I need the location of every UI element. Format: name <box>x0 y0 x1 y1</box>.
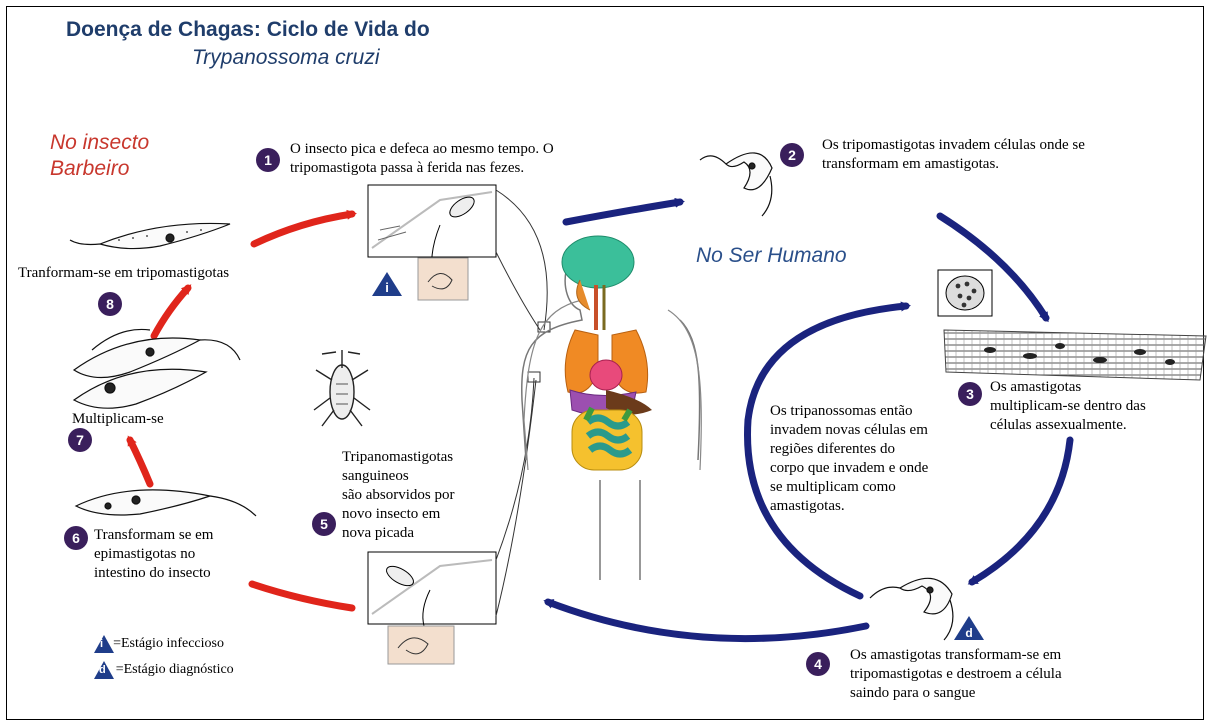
step-badge-1: 1 <box>256 148 280 172</box>
step-text-6: Transformam se em epimastigotas no intes… <box>94 527 214 581</box>
human-figure <box>521 235 702 580</box>
arrow-3-to-4 <box>967 436 1074 586</box>
diagram-frame <box>6 6 1204 720</box>
diagnostic-stage-marker: d <box>954 616 984 640</box>
arrow-1-to-2 <box>562 197 685 226</box>
step-badge-8: 8 <box>98 292 122 316</box>
arrow-6-to-7 <box>126 435 154 488</box>
step-text-8: Tranformam-se em tripomastigotas <box>18 265 230 281</box>
zone-label-insect: No insecto Barbeiro <box>50 131 150 180</box>
bite-box-top <box>367 184 497 301</box>
step-badge-2: 2 <box>780 143 804 167</box>
diagram-subtitle: Trypanossoma cruzi <box>192 46 380 69</box>
arrow-4-to-5 <box>543 598 870 643</box>
svg-text:i: i <box>385 280 389 295</box>
step-text-4: Os amastigotas transformam-se em tripoma… <box>850 647 1062 701</box>
legend-diagnostic: d =Estágio diagnóstico <box>92 660 234 680</box>
bite-box-bottom <box>367 551 497 665</box>
step-text-7: Multiplicam-se <box>72 411 164 427</box>
legend-i-letter: i <box>100 638 104 651</box>
legend-d-text: =Estágio diagnóstico <box>115 662 234 678</box>
step-badge-4: 4 <box>806 652 830 676</box>
amastigote-cell-icon <box>937 269 993 317</box>
step-badge-6: 6 <box>64 526 88 550</box>
organism-tryp-8 <box>69 222 231 250</box>
zone-label-human: No Ser Humano <box>696 244 847 267</box>
organism-trypomastigote-4 <box>869 577 954 641</box>
legend-infective: i =Estágio infeccioso <box>92 634 224 654</box>
legend-d-letter: d <box>99 664 106 677</box>
step-badge-5: 5 <box>312 512 336 536</box>
reinvasion-note: Os tripanossomas então invadem novas cél… <box>770 403 929 514</box>
diagnostic-triangle-icon <box>94 661 114 679</box>
infective-triangle-icon <box>94 635 114 653</box>
svg-text:d: d <box>965 626 972 640</box>
legend-i-text: =Estágio infeccioso <box>113 636 224 652</box>
connector-lines <box>495 189 551 617</box>
step-badge-7: 7 <box>68 428 92 452</box>
red-arrows <box>126 209 357 612</box>
arrow-7-to-8 <box>150 284 192 340</box>
arrow-reinvade <box>744 301 911 600</box>
arrow-8-to-1 <box>250 209 357 248</box>
step-badge-3: 3 <box>958 382 982 406</box>
organism-multiplying-7 <box>72 328 241 409</box>
step-text-3: Os amastigotas multiplicam-se dentro das… <box>990 379 1146 433</box>
infective-stage-marker: i <box>372 272 402 296</box>
kissing-bug-icon <box>313 350 371 427</box>
step-text-1: O insecto pica e defeca ao mesmo tempo. … <box>290 141 554 176</box>
diagram-title: Doença de Chagas: Ciclo de Vida do <box>66 18 430 41</box>
organism-epimastigote-6 <box>74 489 257 517</box>
step-text-5: Tripanomastigotas sanguineos são absorvi… <box>342 449 455 541</box>
blue-arrows <box>543 197 1074 643</box>
arrow-5-to-6 <box>248 580 356 612</box>
step-text-2: Os tripomastigotas invadem células onde … <box>822 137 1085 172</box>
arrow-2-to-3 <box>936 212 1050 323</box>
organism-trypomastigote-2 <box>699 152 773 217</box>
muscle-tissue-icon <box>943 329 1207 381</box>
